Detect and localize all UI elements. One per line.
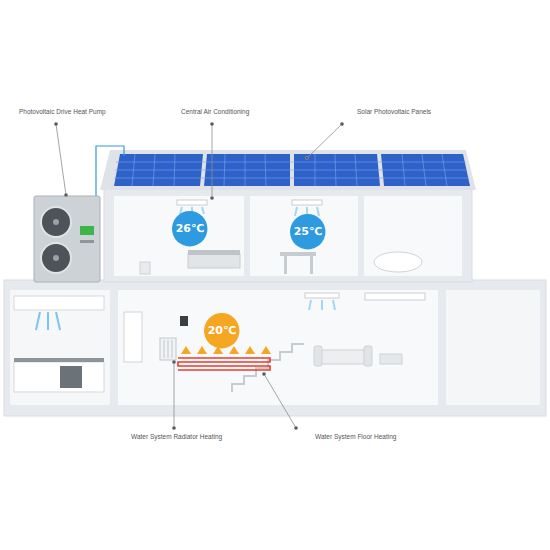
temperature-value: 20℃ <box>204 313 239 337</box>
desk <box>280 252 316 256</box>
desk-leg <box>310 256 313 274</box>
garage-room <box>446 290 540 405</box>
lower-floor <box>4 280 546 416</box>
solar-panels <box>114 154 470 186</box>
badge-fill <box>290 214 325 249</box>
floor-heating <box>178 346 271 370</box>
bed <box>188 254 240 268</box>
callout-label: Central Air Conditioning <box>180 108 250 115</box>
leader-lines <box>54 122 343 429</box>
temperature-value: 25℃ <box>290 214 325 238</box>
callout-label: Solar Photovoltaic Panels <box>356 108 432 115</box>
bathroom <box>364 196 462 276</box>
badge-fill <box>204 313 239 348</box>
badge-fill <box>172 211 207 246</box>
door <box>124 312 142 362</box>
thermostat <box>180 316 188 326</box>
side-table <box>140 262 150 274</box>
desk-leg <box>284 256 287 274</box>
callout-label: Water System Floor Heating <box>314 433 397 440</box>
bathtub <box>374 252 422 272</box>
staircase <box>232 344 304 392</box>
temperature-badge: 20℃ <box>204 313 239 348</box>
living-room <box>118 290 438 405</box>
temperature-badge: 25℃ <box>290 214 325 249</box>
upper-floor <box>104 188 472 282</box>
kitchen <box>14 296 104 392</box>
bedroom-middle <box>250 196 358 276</box>
temperature-value: 26℃ <box>172 211 207 235</box>
roof <box>100 150 476 190</box>
pv-cable <box>96 146 124 200</box>
kitchen-room <box>10 290 110 405</box>
ac-units <box>177 200 425 310</box>
bedroom-left <box>114 196 244 276</box>
heat-pump <box>34 196 100 282</box>
sofa <box>314 346 402 366</box>
temperature-badge: 26℃ <box>172 211 207 246</box>
callout-label: Photovoltaic Drive Heat Pump <box>18 108 107 115</box>
radiator <box>160 338 176 360</box>
bed-blanket <box>188 250 240 255</box>
callout-label: Water System Radiator Heating <box>130 433 223 440</box>
